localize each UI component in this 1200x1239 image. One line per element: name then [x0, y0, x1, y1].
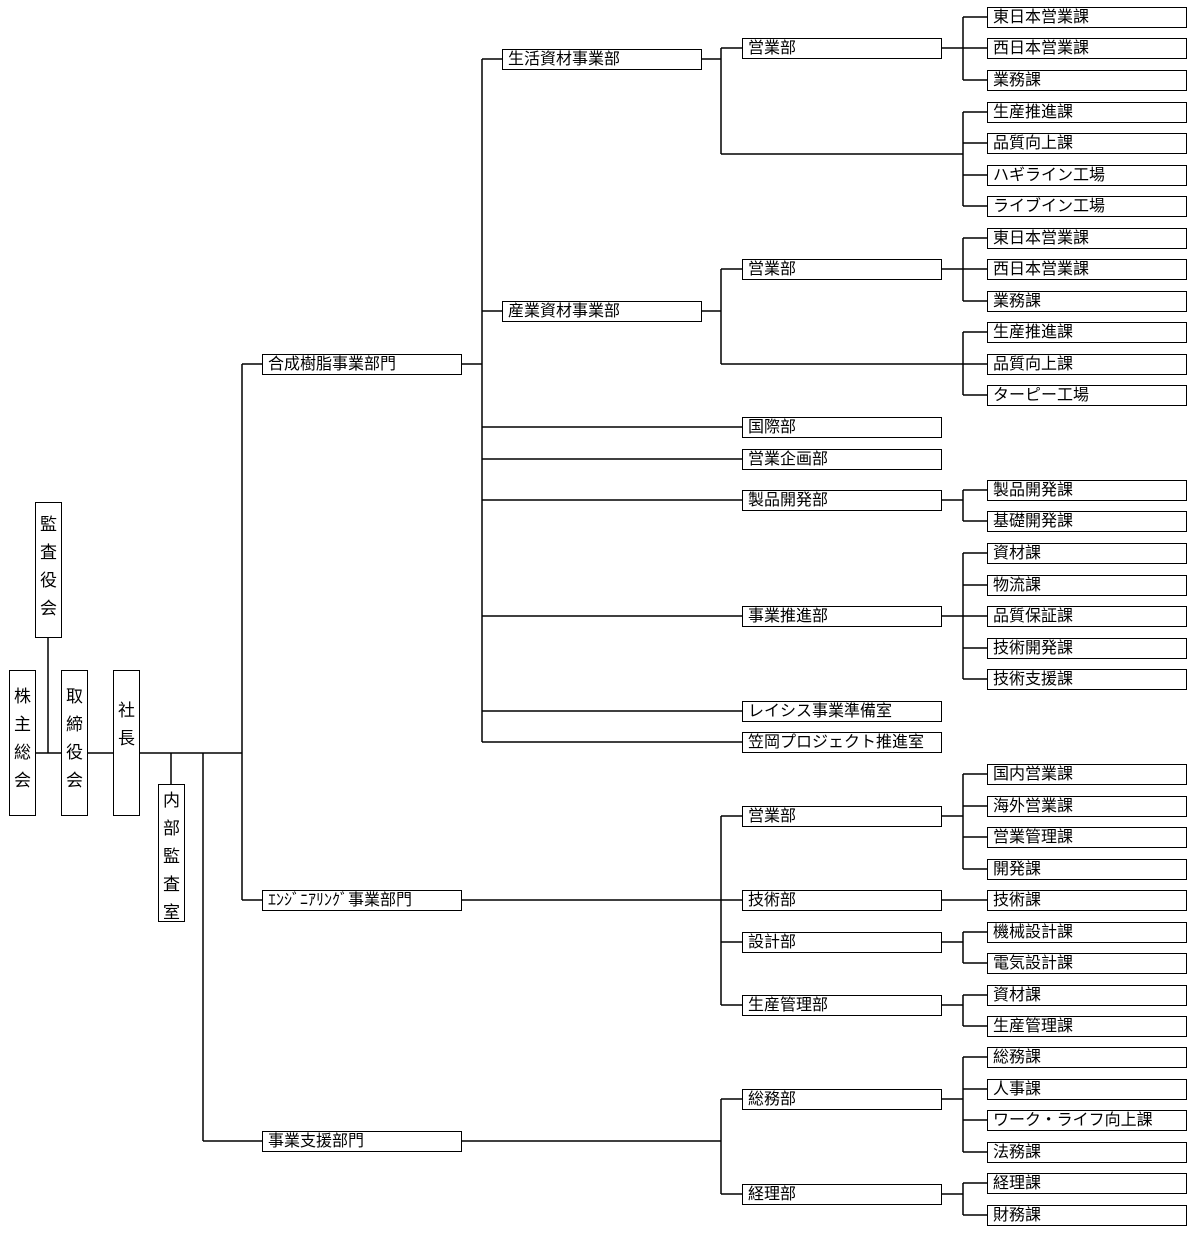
unit-materials: 資材課	[987, 543, 1187, 564]
dept-general-affairs: 総務部	[742, 1089, 942, 1110]
unit-finance: 財務課	[987, 1205, 1187, 1226]
president-box: 社長	[113, 670, 140, 816]
unit-livein-factory: ライブイン工場	[987, 196, 1187, 217]
board-of-directors-box: 取締役会	[61, 670, 88, 816]
unit-human-resources: 人事課	[987, 1079, 1187, 1100]
president-label: 社長	[118, 701, 135, 749]
board-of-directors-label: 取締役会	[66, 687, 83, 791]
unit-basic-development: 基礎開発課	[987, 511, 1187, 532]
unit-industrial-production-promo: 生産推進課	[987, 322, 1187, 343]
unit-work-life: ワーク・ライフ向上課	[987, 1110, 1187, 1131]
audit-board-box: 監査役会	[35, 502, 62, 638]
division-engineering: ｴﾝｼﾞﾆｱﾘﾝｸﾞ事業部門	[262, 890, 462, 911]
unit-technology: 技術課	[987, 890, 1187, 911]
dept-reisis-prep-office: レイシス事業準備室	[742, 701, 942, 722]
unit-domestic-sales: 国内営業課	[987, 764, 1187, 785]
unit-development: 開発課	[987, 859, 1187, 880]
dept-eng-design: 設計部	[742, 932, 942, 953]
dept-eng-production-mgmt: 生産管理部	[742, 995, 942, 1016]
unit-tech-development: 技術開発課	[987, 638, 1187, 659]
dept-living-sales: 営業部	[742, 38, 942, 59]
unit-product-development: 製品開発課	[987, 480, 1187, 501]
dept-industrial-materials: 産業資材事業部	[502, 301, 702, 322]
unit-living-quality-improve: 品質向上課	[987, 133, 1187, 154]
unit-industrial-quality-improve: 品質向上課	[987, 354, 1187, 375]
unit-living-production-promo: 生産推進課	[987, 102, 1187, 123]
unit-electrical-design: 電気設計課	[987, 953, 1187, 974]
unit-industrial-east-sales: 東日本営業課	[987, 228, 1187, 249]
dept-industrial-sales: 営業部	[742, 259, 942, 280]
unit-industrial-west-sales: 西日本営業課	[987, 259, 1187, 280]
unit-industrial-operations: 業務課	[987, 291, 1187, 312]
dept-eng-technology: 技術部	[742, 890, 942, 911]
unit-accounting: 経理課	[987, 1173, 1187, 1194]
unit-living-east-sales: 東日本営業課	[987, 7, 1187, 28]
dept-international: 国際部	[742, 417, 942, 438]
unit-living-operations: 業務課	[987, 70, 1187, 91]
unit-tarpee-factory: ターピー工場	[987, 385, 1187, 406]
unit-legal: 法務課	[987, 1142, 1187, 1163]
dept-living-materials: 生活資材事業部	[502, 49, 702, 70]
internal-audit-label: 内部監査室	[163, 791, 180, 923]
shareholders-meeting-label: 株主総会	[14, 687, 31, 791]
unit-tech-support: 技術支援課	[987, 669, 1187, 690]
internal-audit-box: 内部監査室	[158, 784, 185, 923]
dept-accounting: 経理部	[742, 1184, 942, 1205]
unit-production-management: 生産管理課	[987, 1016, 1187, 1037]
dept-kasaoka-project-office: 笠岡プロジェクト推進室	[742, 732, 942, 753]
dept-sales-planning: 営業企画部	[742, 449, 942, 470]
unit-overseas-sales: 海外営業課	[987, 796, 1187, 817]
unit-general-affairs: 総務課	[987, 1047, 1187, 1068]
division-resin: 合成樹脂事業部門	[262, 354, 462, 375]
unit-hagiline-factory: ハギライン工場	[987, 165, 1187, 186]
unit-eng-materials: 資材課	[987, 985, 1187, 1006]
dept-business-promotion: 事業推進部	[742, 606, 942, 627]
unit-living-west-sales: 西日本営業課	[987, 38, 1187, 59]
unit-mechanical-design: 機械設計課	[987, 922, 1187, 943]
unit-logistics: 物流課	[987, 575, 1187, 596]
dept-product-development: 製品開発部	[742, 490, 942, 511]
division-support: 事業支援部門	[262, 1131, 462, 1152]
dept-eng-sales: 営業部	[742, 806, 942, 827]
unit-quality-assurance: 品質保証課	[987, 606, 1187, 627]
unit-sales-management: 営業管理課	[987, 827, 1187, 848]
audit-board-label: 監査役会	[40, 515, 57, 619]
shareholders-meeting-box: 株主総会	[9, 670, 36, 816]
